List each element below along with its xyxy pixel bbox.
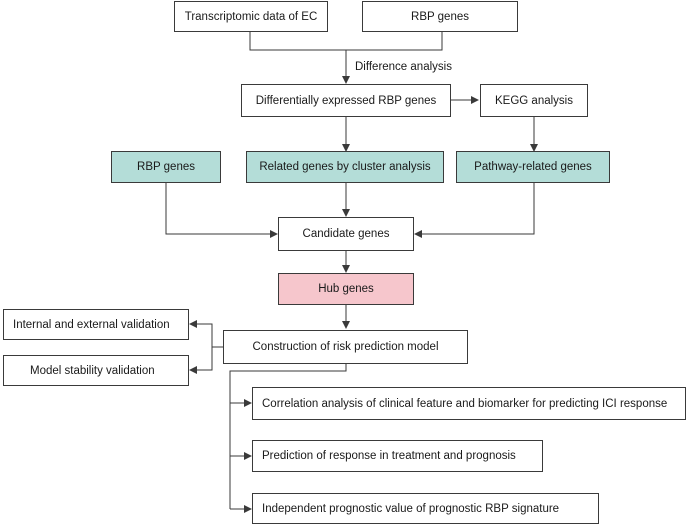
- node-candidate-genes: Candidate genes: [278, 217, 414, 251]
- edge-to-stability-validation: [189, 347, 213, 374]
- edge-pathway-to-candidate: [414, 183, 535, 238]
- edge-transcriptomic-merge: [249, 31, 443, 51]
- node-related-genes-cluster: Related genes by cluster analysis: [246, 151, 444, 183]
- node-hub-genes: Hub genes: [278, 273, 414, 305]
- node-pathway-related-genes: Pathway-related genes: [456, 151, 610, 183]
- node-differentially-expressed-rbp-genes: Differentially expressed RBP genes: [241, 84, 451, 117]
- node-model-stability-validation: Model stability validation: [3, 355, 189, 386]
- node-transcriptomic-data: Transcriptomic data of EC: [174, 1, 328, 32]
- edge-rbp-to-candidate: [165, 183, 278, 238]
- node-internal-external-validation: Internal and external validation: [3, 309, 189, 340]
- node-kegg-analysis: KEGG analysis: [480, 84, 588, 117]
- label-difference-analysis: Difference analysis: [355, 61, 452, 73]
- node-rbp-genes-left: RBP genes: [111, 151, 221, 183]
- node-prediction-response: Prediction of response in treatment and …: [252, 440, 543, 472]
- edge-risk-to-downstream: [229, 364, 347, 509]
- node-construction-risk-model: Construction of risk prediction model: [223, 330, 468, 364]
- node-independent-prognostic-value: Independent prognostic value of prognost…: [252, 493, 599, 524]
- edge-to-int-ext-validation: [189, 320, 213, 347]
- node-rbp-genes-top: RBP genes: [362, 1, 518, 32]
- node-correlation-analysis: Correlation analysis of clinical feature…: [252, 387, 686, 420]
